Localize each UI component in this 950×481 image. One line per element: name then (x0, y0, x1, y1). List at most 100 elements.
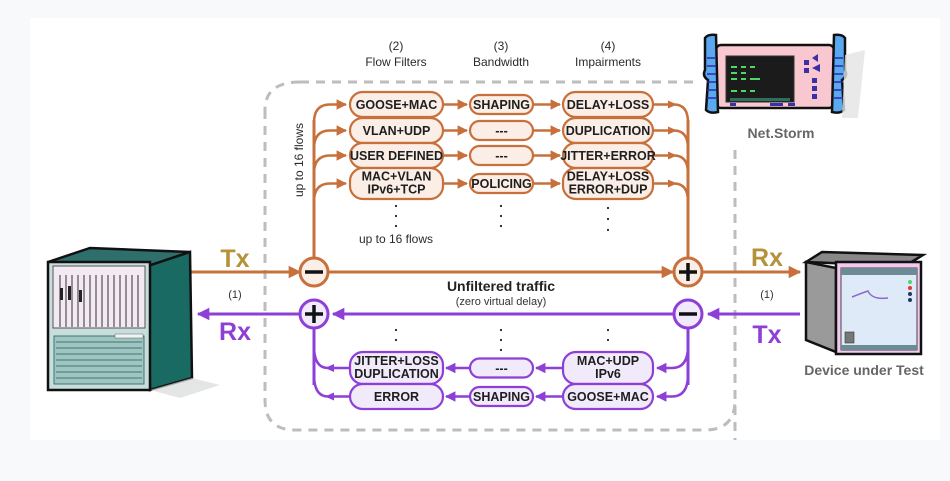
dot (499, 338, 503, 342)
dot (394, 204, 398, 208)
dot (394, 214, 398, 218)
device-under-test-icon (801, 250, 928, 356)
impairment-box: JITTER+ERROR (560, 141, 656, 170)
flows-below-label: up to 16 flows (359, 232, 433, 246)
flow-filter-box-text: MAC+UDP (577, 354, 639, 368)
reverse-branch-arrow (655, 374, 690, 402)
forward-path (190, 99, 802, 279)
plus-circle-icon (298, 298, 330, 330)
unfiltered-traffic-sub: (zero virtual delay) (456, 296, 546, 308)
dot (499, 204, 503, 208)
bandwidth-box-text: --- (495, 362, 508, 376)
bandwidth-box: --- (468, 357, 535, 379)
left-port-label: (1) (228, 289, 241, 301)
forward-merge-arrowhead (668, 100, 677, 109)
bandwidth-box: SHAPING (468, 93, 535, 116)
plus-circle-icon (672, 256, 704, 288)
header-bandwidth-num: (3) (494, 39, 509, 53)
reverse-merge-branch (312, 345, 350, 370)
bandwidth-box-text: SHAPING (473, 390, 530, 404)
flow-filter-box-text: GOOSE+MAC (356, 98, 438, 112)
dot (394, 224, 398, 228)
flow-filter-box: VLAN+UDP (348, 116, 445, 145)
flow-filter-box-text: USER DEFINED (350, 149, 443, 163)
flow-filter-box-text: MAC+VLAN (362, 170, 432, 184)
dot (499, 348, 503, 352)
header-flow-filters: Flow Filters (365, 55, 426, 69)
minus-circle-icon (672, 298, 704, 330)
right-port-label: (1) (760, 289, 773, 301)
impairment-box-text: DELAY+LOSS (567, 170, 650, 184)
unfiltered-traffic-title: Unfiltered traffic (447, 278, 555, 294)
bandwidth-box-text: --- (495, 149, 508, 163)
column-headers: (2) Flow Filters (3) Bandwidth (4) Impai… (365, 39, 641, 69)
forward-merge-arrowhead (668, 126, 677, 135)
header-flow-filters-num: (2) (389, 39, 404, 53)
device-under-test-label: Device under Test (804, 362, 924, 378)
minus-circle-icon (298, 256, 330, 288)
chassis-device-icon (46, 246, 220, 398)
impairment-box-text: JITTER+LOSS (354, 354, 438, 368)
dot (606, 228, 610, 232)
dot (394, 328, 398, 332)
forward-branch-arrow (312, 178, 348, 202)
flow-filter-box-text: VLAN+UDP (363, 124, 431, 138)
dot (606, 217, 610, 221)
dot (606, 338, 610, 342)
continuation-dots (394, 204, 610, 352)
right-tx-label: Tx (752, 321, 781, 349)
flow-filter-box: GOOSE+MAC (348, 90, 445, 119)
left-tx-label: Tx (220, 245, 249, 273)
dot (394, 338, 398, 342)
forward-branch-arrow (312, 150, 348, 174)
impairment-box-text: JITTER+ERROR (560, 149, 656, 163)
forward-merge-arrowhead (668, 151, 677, 160)
reverse-merge-arrowhead (325, 364, 334, 372)
dot (499, 224, 503, 228)
bandwidth-box: --- (468, 144, 535, 167)
header-bandwidth: Bandwidth (473, 55, 529, 69)
header-impairments-num: (4) (601, 39, 616, 53)
impairment-box: DUPLICATION (561, 116, 655, 145)
right-rx-label: Rx (751, 244, 783, 272)
impairment-box: ERROR (348, 382, 445, 411)
reverse-merge-arrowhead (325, 392, 334, 401)
dot (499, 328, 503, 332)
forward-flow-boxes: GOOSE+MAC SHAPING DELAY+LOSS VLAN+UDP --- DUP… (348, 90, 656, 201)
forward-merge-arrowhead (668, 179, 677, 188)
dot (499, 214, 503, 218)
netstorm-device-icon (702, 33, 865, 118)
impairment-box-text: ERROR (374, 390, 419, 404)
bandwidth-box: --- (468, 119, 535, 142)
reverse-branch-arrow (655, 345, 690, 374)
forward-branch-arrow (312, 125, 348, 149)
reverse-merge-branch (312, 374, 350, 398)
bandwidth-box: POLICING (468, 172, 535, 195)
forward-branch-arrow (312, 99, 348, 123)
left-rx-label: Rx (219, 318, 251, 346)
flows-vertical-label: up to 16 flows (292, 123, 306, 197)
dot (606, 328, 610, 332)
bandwidth-box-text: POLICING (471, 177, 531, 191)
impairment-box-text: DUPLICATION (566, 124, 651, 138)
netstorm-label: Net.Storm (748, 125, 815, 141)
dot (606, 206, 610, 210)
bandwidth-box: SHAPING (468, 385, 535, 408)
flow-filter-box: GOOSE+MAC (561, 382, 655, 411)
impairment-box-text: DUPLICATION (354, 367, 439, 381)
impairment-box-text: ERROR+DUP (569, 183, 648, 197)
bandwidth-box-text: SHAPING (473, 98, 530, 112)
flow-filter-box-text: GOOSE+MAC (567, 390, 649, 404)
header-impairments: Impairments (575, 55, 641, 69)
flow-filter-box-text: IPv6 (595, 367, 621, 381)
impairment-box-text: DELAY+LOSS (567, 98, 650, 112)
bandwidth-box-text: --- (495, 124, 508, 138)
flow-filter-box: USER DEFINED (348, 141, 445, 170)
flow-filter-box-text: IPv6+TCP (367, 183, 425, 197)
impairment-box: DELAY+LOSS (561, 90, 655, 119)
